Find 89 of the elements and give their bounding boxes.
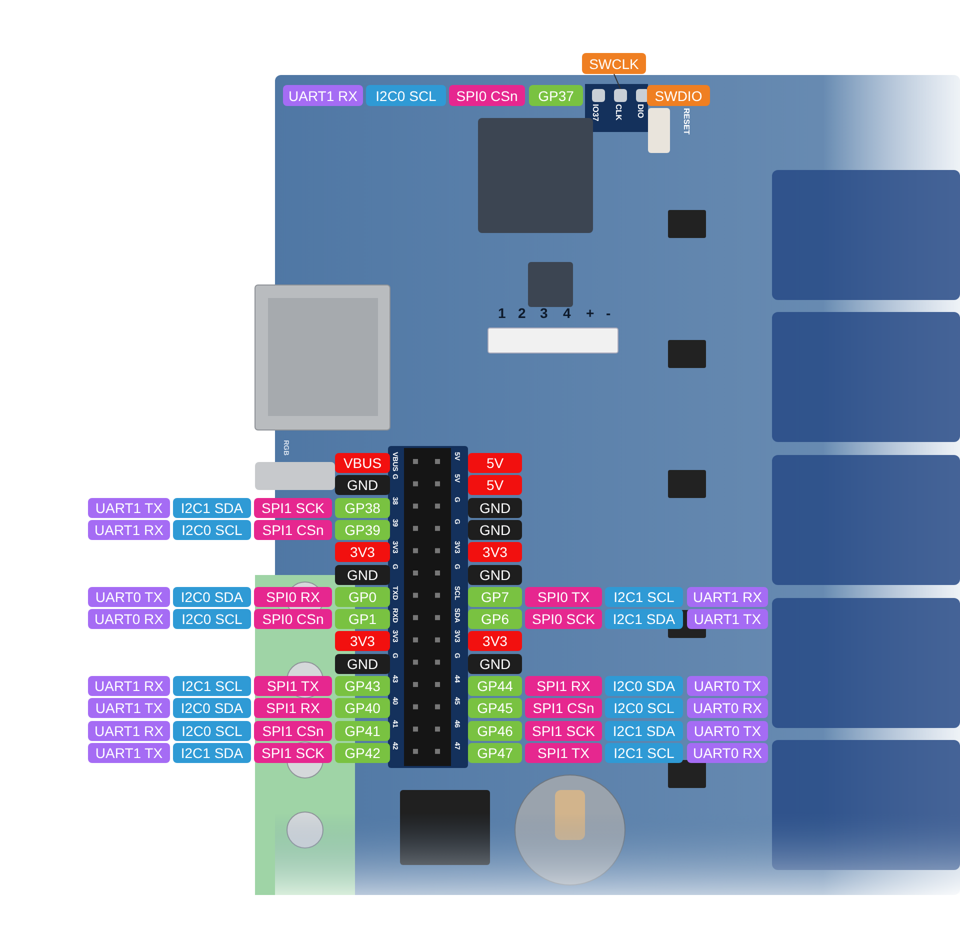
pin-label: UART0 RX [687,698,768,718]
pin-label: I2C0 SCL [173,520,251,540]
pin-label: UART1 RX [88,720,170,741]
pin-label: GND [468,520,522,540]
silkscreen-text: CLK [614,104,622,120]
silkscreen-text: 2 [518,306,526,320]
pin-label: I2C1 SDA [605,720,683,741]
pin-label: 5V [468,453,522,473]
solder-pad [592,89,605,102]
pin-label: I2C1 SCL [605,586,683,607]
pin-label: SPI0 TX [525,586,602,607]
pin-label: GP47 [468,742,522,763]
silkscreen-text: 3 [540,306,548,320]
pin-label: UART0 TX [687,720,768,741]
pin-label: UART0 RX [687,742,768,763]
pin-label: SWDIO [647,85,710,106]
pin-label: 3V3 [468,542,522,562]
pin-label: I2C0 SDA [173,586,251,607]
pin-label: GP7 [468,586,522,607]
pin-label: GP6 [468,609,522,630]
pin-label: GP0 [335,586,390,607]
pin-label: GP38 [335,498,390,518]
pin-label: UART1 RX [88,676,170,696]
pin-label: SWCLK [582,53,646,74]
pin-label: SPI0 RX [254,586,332,607]
silkscreen-text: 4 [563,306,571,320]
pin-label: I2C1 SCL [173,676,251,696]
pin-label: 3V3 [468,631,522,652]
pin-label: SPI1 SCK [525,720,602,741]
pin-label: SPI1 SCK [254,742,332,763]
pin-label: SPI1 CSn [254,520,332,540]
pin-label: I2C0 SCL [173,720,251,741]
pin-label: GP40 [335,698,390,718]
pin-label: I2C0 SCL [173,609,251,630]
pin-label: 3V3 [335,542,390,562]
solder-pad [614,89,627,102]
silkscreen-text: IO37 [591,104,599,122]
pin-label: GP39 [335,520,390,540]
pin-label: UART0 TX [687,676,768,696]
pin-label: 5V [468,475,522,496]
pin-label: I2C1 SDA [173,742,251,763]
pin-label: UART1 RX [88,520,170,540]
pin-label: GP46 [468,720,522,741]
pin-label: UART1 TX [687,609,768,630]
pin-label: I2C1 SDA [605,609,683,630]
pin-label: GND [335,475,390,496]
pin-label: UART0 RX [88,609,170,630]
pin-label: I2C1 SCL [605,742,683,763]
pin-label: GP41 [335,720,390,741]
pin-label: GP37 [529,85,583,106]
pin-label: GP44 [468,676,522,696]
pin-label: I2C0 SCL [605,698,683,718]
silkscreen-text: - [606,306,611,320]
pin-label: SPI1 RX [525,676,602,696]
pin-label: I2C0 SDA [173,698,251,718]
pin-label: UART0 TX [88,586,170,607]
pin-label: UART1 RX [687,586,768,607]
pin-label: GP43 [335,676,390,696]
pin-label: UART1 TX [88,498,170,518]
pin-label: I2C1 SDA [173,498,251,518]
pin-label: I2C0 SCL [366,85,446,106]
silkscreen-text: DIO [636,104,644,118]
pin-label: SPI1 TX [525,742,602,763]
silkscreen-text: RESET [682,108,690,135]
pin-label: SPI1 CSn [254,720,332,741]
pin-label: 3V3 [335,631,390,652]
pin-label: GND [468,654,522,674]
pin-label: I2C0 SDA [605,676,683,696]
pin-label: SPI1 CSn [525,698,602,718]
pin-label: SPI0 CSn [254,609,332,630]
pin-label: VBUS [335,453,390,473]
pin-label: GP1 [335,609,390,630]
pin-label: UART1 TX [88,698,170,718]
pin-label: SPI1 RX [254,698,332,718]
pin-label: SPI0 CSn [449,85,525,106]
pin-label: SPI1 SCK [254,498,332,518]
pin-label: UART1 TX [88,742,170,763]
leader-line [614,74,621,90]
pin-label: GND [468,564,522,584]
pin-label: GND [468,498,522,518]
pin-label: UART1 RX [283,85,363,106]
pin-label: GP42 [335,742,390,763]
pin-label: SPI1 TX [254,676,332,696]
pin-label: GP45 [468,698,522,718]
pin-label: GND [335,654,390,674]
pin-label: GND [335,564,390,584]
silkscreen-text: + [586,306,594,320]
silkscreen-text: 1 [498,306,506,320]
pin-label: SPI0 SCK [525,609,602,630]
